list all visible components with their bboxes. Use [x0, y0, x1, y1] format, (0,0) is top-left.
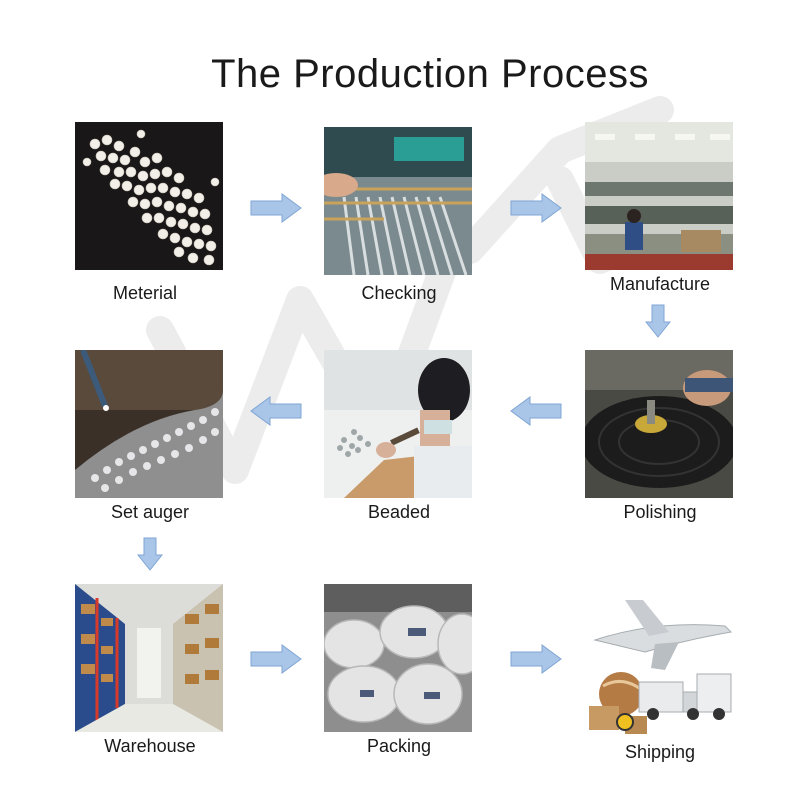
beaded-photo	[324, 350, 472, 498]
arrow-left-icon	[510, 396, 562, 426]
step-label-manufacture: Manufacture	[609, 274, 711, 294]
step-label-material: Meterial	[112, 283, 178, 303]
step-label-beaded: Beaded	[367, 502, 431, 522]
arrow-right-icon	[510, 644, 562, 674]
polishing-photo	[585, 350, 733, 498]
set-auger-photo	[75, 350, 223, 498]
step-label-polishing: Polishing	[623, 502, 697, 522]
arrow-down-icon	[645, 304, 671, 338]
warehouse-photo	[75, 584, 223, 732]
step-label-shipping: Shipping	[624, 742, 696, 762]
material-photo	[75, 122, 223, 270]
step-label-checking: Checking	[361, 283, 437, 303]
arrow-right-icon	[250, 193, 302, 223]
arrow-right-icon	[250, 644, 302, 674]
arrow-right-icon	[510, 193, 562, 223]
arrow-down-icon	[137, 537, 163, 571]
manufacture-photo	[585, 122, 733, 270]
step-label-warehouse: Warehouse	[104, 736, 196, 756]
packing-photo	[324, 584, 472, 732]
checking-photo	[324, 127, 472, 275]
shipping-photo	[585, 590, 733, 738]
step-label-set-auger: Set auger	[110, 502, 190, 522]
step-label-packing: Packing	[366, 736, 432, 756]
diagram-title: The Production Process	[211, 52, 649, 96]
arrow-left-icon	[250, 396, 302, 426]
